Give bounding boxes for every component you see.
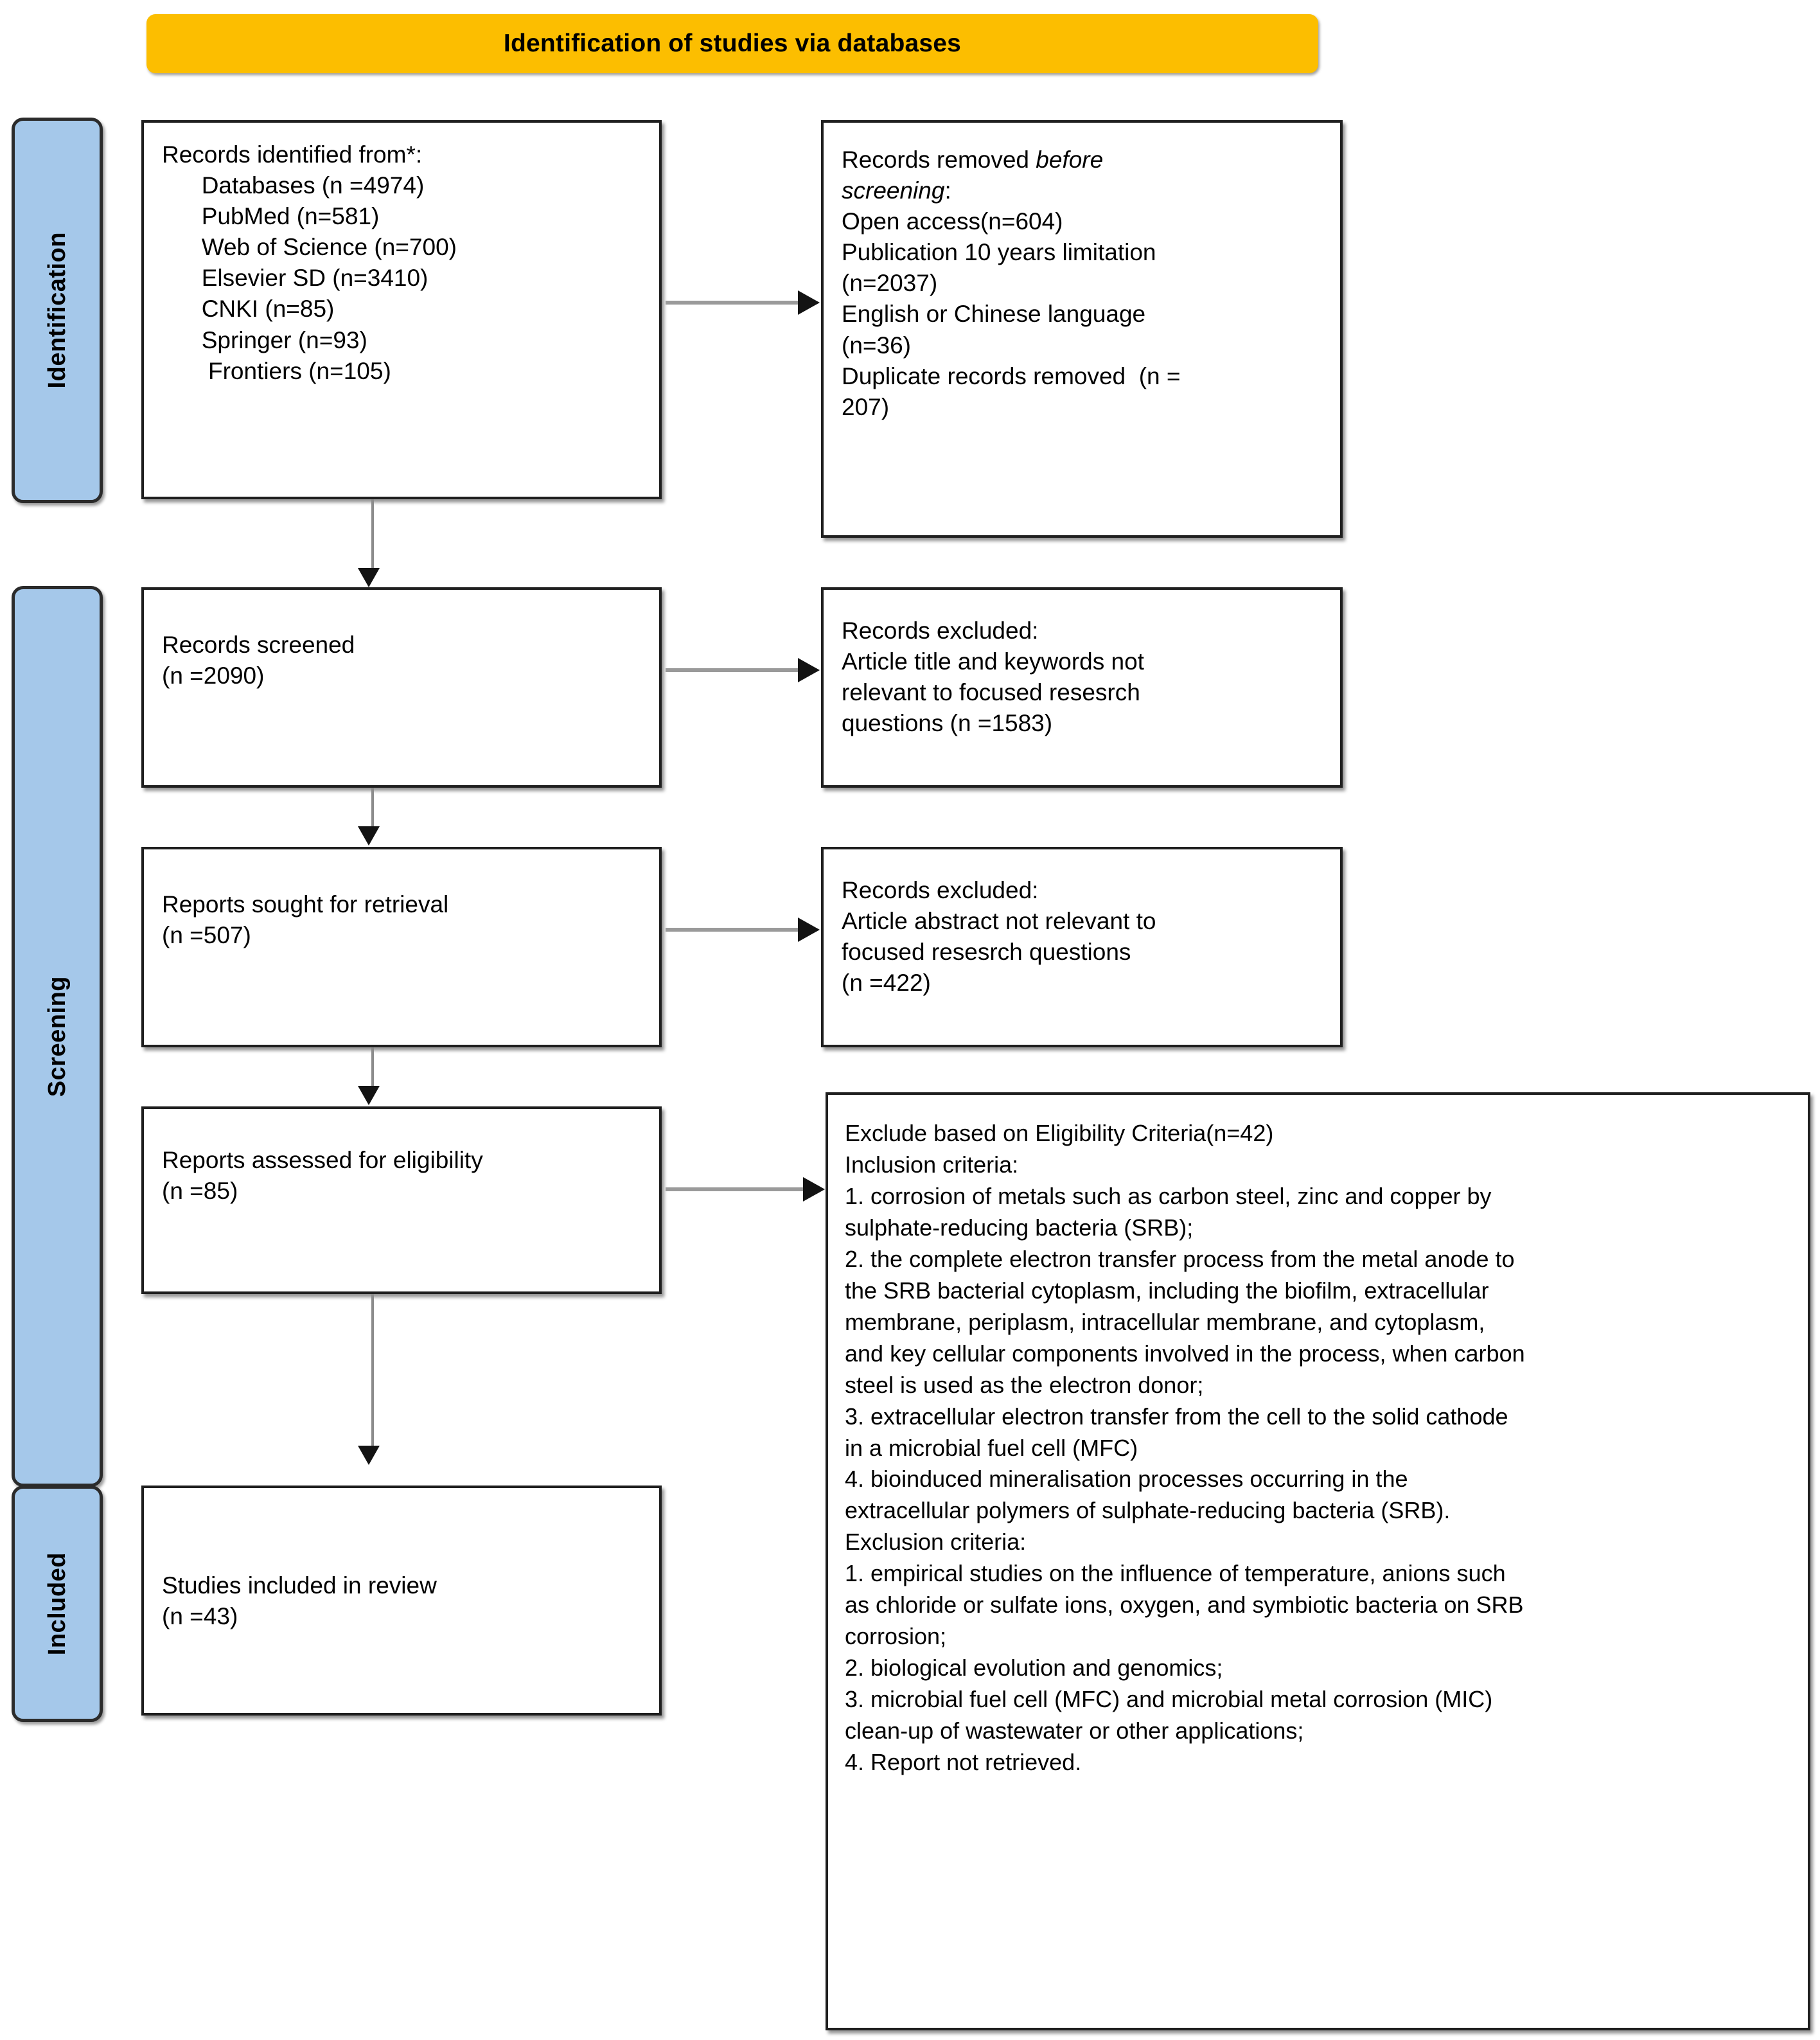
box-records-removed-text: Records removed before screening: Open ac… [842, 145, 1322, 423]
arrow-right-icon-4 [803, 1177, 825, 1202]
banner-title: Identification of studies via databases [503, 30, 962, 57]
box-reports-sought: Reports sought for retrieval (n =507) [141, 847, 662, 1047]
arrow-down-icon-2 [358, 826, 380, 846]
box-records-excluded-1-text: Records excluded: Article title and keyw… [842, 617, 1144, 737]
box-records-identified-text: Records identified from*: Databases (n =… [162, 141, 457, 384]
stage-label-included: Included [12, 1486, 103, 1722]
stage-label-identification-text: Identification [43, 232, 71, 389]
connector-screened-to-excluded-1 [666, 668, 799, 672]
box-records-excluded-abstract: Records excluded: Article abstract not r… [821, 847, 1343, 1047]
stage-label-screening-text: Screening [43, 975, 71, 1097]
removed-emphasis-before: before [1036, 146, 1104, 173]
connector-sought-to-eligibility [371, 1047, 374, 1087]
identification-banner: Identification of studies via databases [146, 14, 1318, 73]
box-records-screened-text: Records screened (n =2090) [162, 632, 355, 689]
connector-screened-to-sought [371, 788, 374, 828]
box-reports-assessed-eligibility: Reports assessed for eligibility (n =85) [141, 1106, 662, 1294]
removed-emphasis-screening: screening [842, 177, 945, 204]
box-records-identified: Records identified from*: Databases (n =… [141, 120, 662, 499]
arrow-right-icon-1 [798, 290, 820, 315]
box-records-removed: Records removed before screening: Open ac… [821, 120, 1343, 538]
arrow-down-icon-4 [358, 1446, 380, 1465]
connector-sought-to-excluded-2 [666, 928, 799, 932]
arrow-right-icon-3 [798, 918, 820, 942]
arrow-down-icon-1 [358, 568, 380, 587]
box-studies-included: Studies included in review (n =43) [141, 1486, 662, 1716]
arrow-down-icon-3 [358, 1086, 380, 1105]
stage-label-identification: Identification [12, 118, 103, 503]
box-eligibility-criteria-text: Exclude based on Eligibility Criteria(n=… [845, 1120, 1525, 1776]
connector-eligibility-to-criteria [666, 1187, 804, 1191]
box-studies-included-text: Studies included in review (n =43) [162, 1572, 437, 1630]
connector-identified-to-removed [666, 301, 799, 305]
connector-identified-to-screened [371, 499, 374, 570]
box-records-screened: Records screened (n =2090) [141, 587, 662, 788]
box-records-excluded-2-text: Records excluded: Article abstract not r… [842, 877, 1156, 997]
box-eligibility-criteria: Exclude based on Eligibility Criteria(n=… [826, 1092, 1810, 2030]
box-records-excluded-title-keywords: Records excluded: Article title and keyw… [821, 587, 1343, 788]
stage-label-screening: Screening [12, 586, 103, 1487]
box-reports-sought-text: Reports sought for retrieval (n =507) [162, 891, 449, 949]
removed-head: Records removed [842, 146, 1036, 173]
stage-label-included-text: Included [43, 1552, 71, 1656]
removed-rest: : Open access(n=604) Publication 10 year… [842, 177, 1181, 420]
box-reports-assessed-text: Reports assessed for eligibility (n =85) [162, 1147, 483, 1205]
connector-eligibility-to-included [371, 1294, 374, 1447]
arrow-right-icon-2 [798, 658, 820, 682]
